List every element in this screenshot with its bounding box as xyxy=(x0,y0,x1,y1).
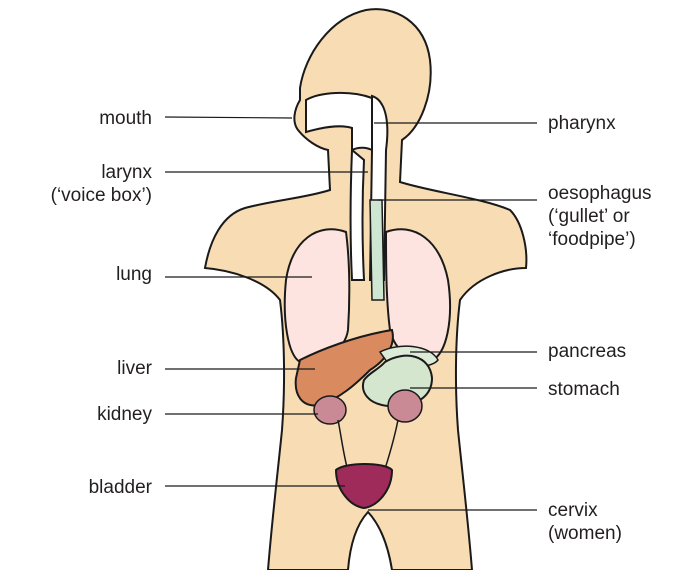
leader-mouth xyxy=(165,117,292,118)
label-lung-text: lung xyxy=(116,263,152,286)
label-cervix-note: (women) xyxy=(548,522,622,545)
oesophagus-tube xyxy=(370,200,384,300)
label-bladder: bladder xyxy=(89,476,152,499)
label-mouth-text: mouth xyxy=(99,107,152,130)
label-stomach-text: stomach xyxy=(548,378,620,401)
left-kidney xyxy=(314,396,346,424)
label-pancreas: pancreas xyxy=(548,340,626,363)
trachea xyxy=(351,150,365,280)
label-mouth: mouth xyxy=(99,107,152,130)
label-larynx-note: (‘voice box’) xyxy=(51,184,152,207)
label-bladder-text: bladder xyxy=(89,476,152,499)
label-larynx: larynx (‘voice box’) xyxy=(51,161,152,207)
label-kidney: kidney xyxy=(97,403,152,426)
label-pharynx: pharynx xyxy=(548,112,616,135)
label-lung: lung xyxy=(116,263,152,286)
label-liver: liver xyxy=(117,357,152,380)
label-oesophagus: oesophagus (‘gullet’ or ‘foodpipe’) xyxy=(548,182,652,251)
label-oesophagus-note2: ‘foodpipe’) xyxy=(548,228,652,251)
label-cervix-text: cervix xyxy=(548,499,622,522)
label-liver-text: liver xyxy=(117,357,152,380)
label-larynx-text: larynx xyxy=(51,161,152,184)
right-kidney xyxy=(388,390,422,422)
label-kidney-text: kidney xyxy=(97,403,152,426)
label-pancreas-text: pancreas xyxy=(548,340,626,363)
label-oesophagus-text: oesophagus xyxy=(548,182,652,205)
label-stomach: stomach xyxy=(548,378,620,401)
label-cervix: cervix (women) xyxy=(548,499,622,545)
label-oesophagus-note1: (‘gullet’ or xyxy=(548,205,652,228)
label-pharynx-text: pharynx xyxy=(548,112,616,135)
